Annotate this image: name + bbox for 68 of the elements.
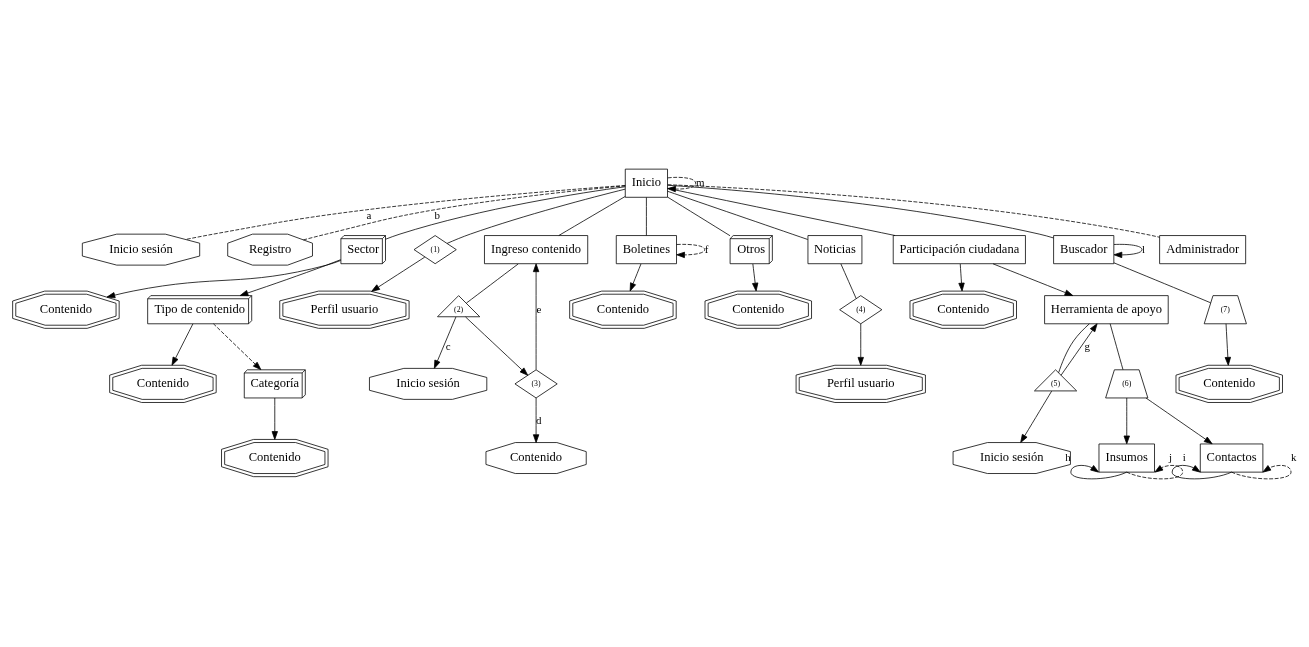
arrow — [1231, 464, 1292, 479]
arrow — [1113, 243, 1143, 258]
connector — [667, 187, 896, 236]
arrow — [752, 263, 759, 291]
edge-label: e — [536, 302, 542, 315]
arrow — [532, 397, 540, 443]
arrow — [213, 322, 262, 370]
edge-label: m — [696, 175, 705, 188]
edge-label: c — [445, 339, 451, 352]
node-box: Buscador — [1053, 234, 1115, 264]
node-box: Herramienta de apoyo — [1044, 294, 1169, 324]
edge-label: d — [536, 413, 542, 426]
arrow — [1070, 464, 1128, 479]
arrow — [239, 258, 342, 296]
edge-label: b — [434, 208, 440, 221]
connector — [1113, 261, 1211, 303]
arrow — [1224, 322, 1231, 366]
arrow — [1123, 397, 1130, 444]
arrow — [857, 322, 864, 366]
connector — [385, 185, 626, 240]
arrow — [1060, 322, 1098, 376]
arrow — [371, 256, 426, 292]
arrow — [958, 263, 965, 291]
node-box: Participación ciudadana — [892, 234, 1026, 264]
edge-label: k — [1291, 450, 1297, 463]
connector — [667, 184, 1054, 238]
node-box: Boletines — [615, 234, 677, 264]
arrow — [171, 322, 194, 366]
connector — [466, 263, 519, 303]
edge-label: j — [1169, 450, 1173, 463]
arrow — [1020, 390, 1053, 443]
connector — [646, 196, 647, 236]
arrow — [629, 263, 642, 291]
node-box: Inicio — [624, 168, 668, 198]
node-diamond: (4) — [839, 294, 883, 324]
node-box: Insumos — [1098, 443, 1155, 472]
edge-label: a — [366, 208, 372, 221]
node-box: Contactos — [1199, 443, 1264, 472]
edge-label: f — [704, 242, 709, 255]
connector — [667, 196, 731, 236]
connector — [840, 263, 857, 299]
connector — [667, 183, 1160, 238]
arrow — [106, 259, 342, 298]
connector — [1058, 322, 1090, 373]
arrow — [465, 316, 529, 376]
edge-label: i — [1182, 450, 1186, 463]
node-box: Noticias — [807, 234, 863, 264]
connector — [1109, 322, 1124, 370]
node-diamond: (1) — [413, 234, 457, 264]
edge-label: g — [1084, 339, 1090, 352]
node-box: Administrador — [1159, 234, 1247, 264]
connector — [667, 190, 809, 240]
node-box: Ingreso contenido — [484, 234, 589, 264]
arrow — [433, 316, 457, 369]
connector — [185, 184, 626, 240]
connector — [558, 195, 626, 236]
arrow — [1171, 464, 1232, 479]
edge-label: h — [1065, 450, 1071, 463]
connector — [303, 184, 626, 240]
edge-label: l — [1142, 242, 1146, 255]
arrow — [676, 243, 706, 258]
arrow — [532, 262, 540, 370]
connector — [446, 188, 626, 244]
arrow — [992, 262, 1074, 296]
arrow — [667, 176, 697, 192]
arrow — [271, 397, 278, 440]
arrow — [1126, 464, 1184, 479]
arrow — [1145, 397, 1213, 444]
